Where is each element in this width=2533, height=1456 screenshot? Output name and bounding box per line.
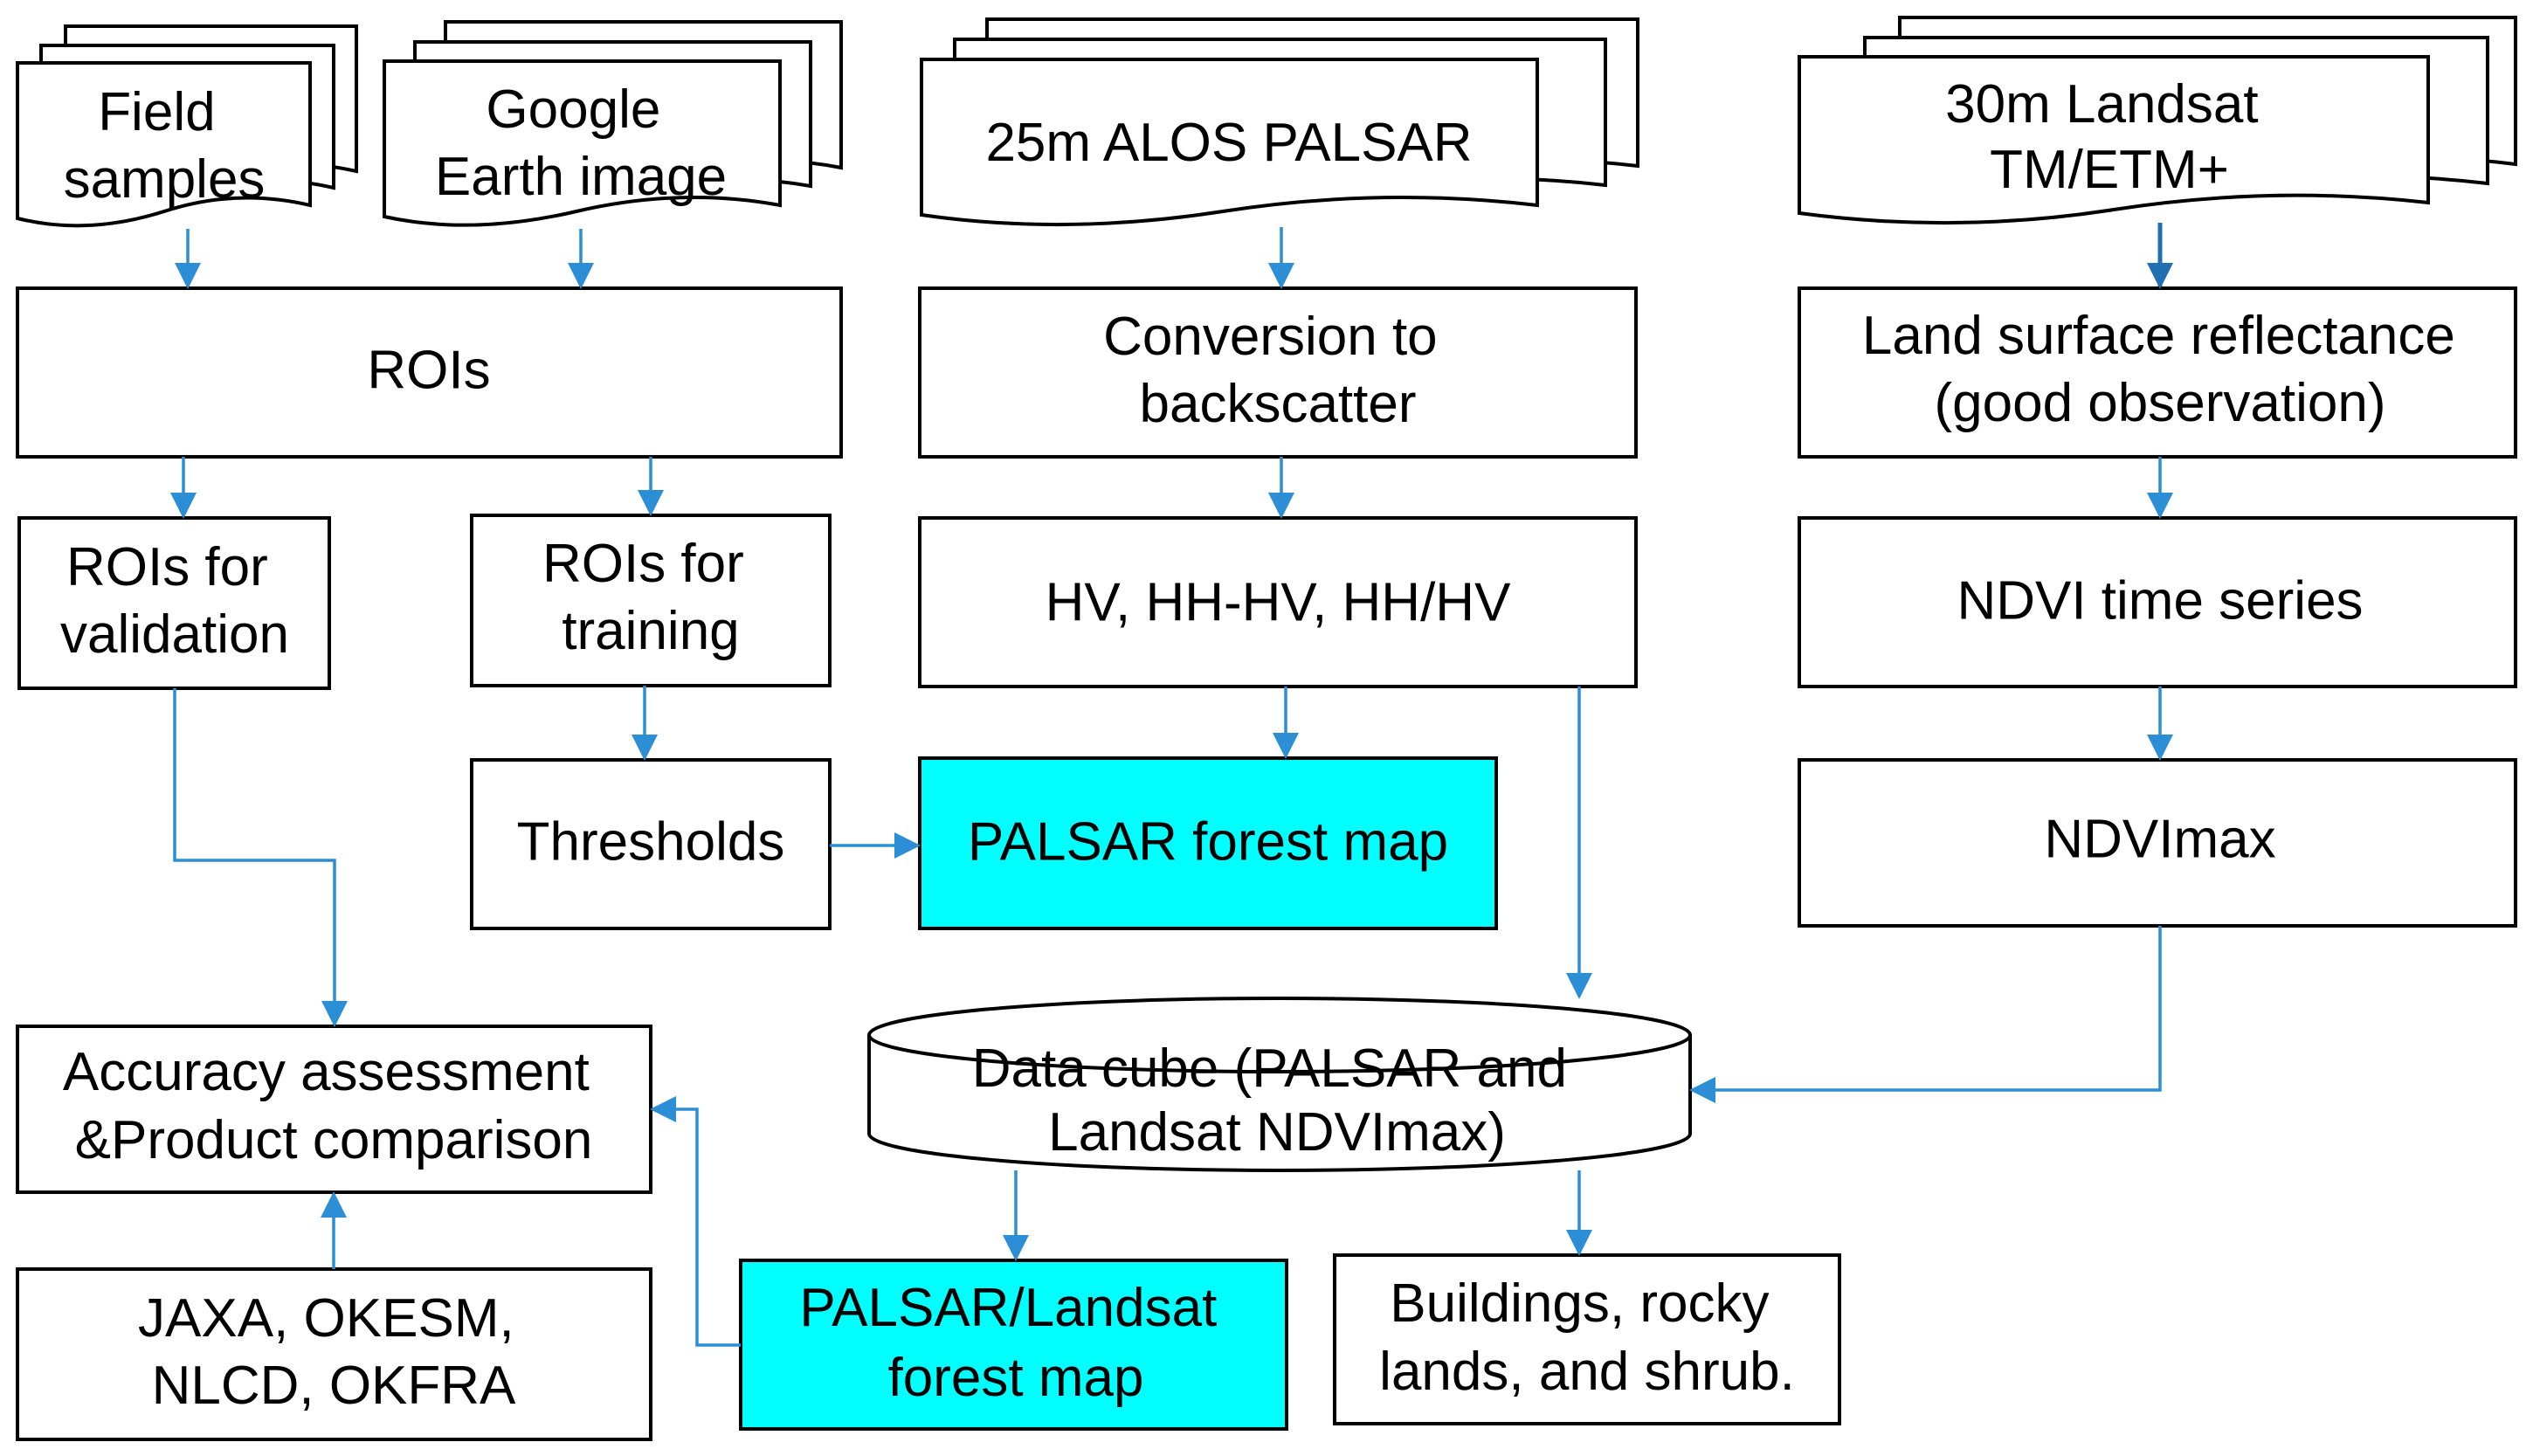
field-samples-line-1: Field [98,82,215,142]
arrow-ndvimax-to-cube [1689,926,2162,1103]
buildings-line-1: Buildings, rocky [1390,1273,1769,1334]
buildings-label: Buildings, rocky lands, and shrub. [1379,1273,1795,1402]
arrow-validation-to-accuracy [173,688,348,1027]
field-samples-label: Field samples [64,82,266,210]
google-earth-document: Google Earth image [383,20,843,227]
products-box: JAXA, OKESM, NLCD, OKFRA [16,1267,652,1441]
alos-palsar-label: 25m ALOS PALSAR [985,113,1472,173]
rois-validation-label: ROIs for validation [60,537,289,665]
products-label: JAXA, OKESM, NLCD, OKFRA [138,1288,529,1416]
hv-bands-label: HV, HH-HV, HH/HV [1046,572,1512,632]
buildings-line-2: lands, and shrub. [1379,1342,1795,1402]
landsat-line-2: TM/ETM+ [1990,140,2229,200]
landsat-line-1: 30m Landsat [1945,74,2258,135]
land-surface-label: Land surface reflectance (good observati… [1862,306,2470,433]
rois-training-line-1: ROIs for [542,534,744,594]
rois-box: ROIs [16,286,843,459]
products-line-2: NLCD, OKFRA [152,1356,516,1416]
palsar-landsat-map-box: PALSAR/Landsat forest map [739,1259,1288,1431]
palsar-landsat-map-line-1: PALSAR/Landsat [799,1278,1217,1338]
palsar-landsat-map-line-2: forest map [888,1348,1144,1408]
thresholds-box: Thresholds [470,758,832,930]
rois-label: ROIs [367,340,490,400]
products-line-1: JAXA, OKESM, [138,1288,514,1349]
buildings-box: Buildings, rocky lands, and shrub. [1333,1253,1841,1425]
thresholds-label: Thresholds [517,811,785,872]
conversion-label: Conversion to backscatter [1103,307,1453,434]
data-cube-label: Data cube (PALSAR and Landsat NDVImax) [972,1039,1582,1163]
google-earth-line-2: Earth image [435,147,727,207]
google-earth-line-1: Google [486,79,660,140]
rois-training-line-2: training [562,601,739,661]
land-surface-box: Land surface reflectance (good observati… [1798,286,2517,459]
palsar-forest-map-label: PALSAR forest map [968,811,1448,872]
rois-validation-line-1: ROIs for [66,537,268,597]
ndvimax-label: NDVImax [2044,809,2275,869]
rois-validation-line-2: validation [60,604,289,665]
land-surface-line-2: (good observation) [1935,373,2386,433]
data-cube-cylinder: Data cube (PALSAR and Landsat NDVImax) [867,997,1692,1172]
landsat-label: 30m Landsat TM/ETM+ [1945,74,2274,200]
accuracy-line-1: Accuracy assessment [63,1042,590,1102]
conversion-box: Conversion to backscatter [918,286,1638,459]
connectors [170,223,2173,1347]
palsar-forest-map-box: PALSAR forest map [918,756,1498,930]
accuracy-line-2: &Product comparison [75,1110,593,1170]
conversion-line-1: Conversion to [1103,307,1438,367]
ndvimax-box: NDVImax [1798,758,2517,928]
conversion-line-2: backscatter [1139,374,1416,434]
alos-palsar-line-1: 25m ALOS PALSAR [985,113,1472,173]
ndvi-series-label: NDVI time series [1957,570,2363,631]
rois-training-label: ROIs for training [542,534,759,661]
arrow-palsar-landsat-to-accuracy [650,1096,741,1347]
field-samples-document: Field samples [16,24,358,228]
landsat-document: 30m Landsat TM/ETM+ [1798,16,2517,225]
accuracy-label: Accuracy assessment &Product comparison [63,1042,604,1170]
alos-palsar-document: 25m ALOS PALSAR [920,17,1639,227]
data-cube-line-1: Data cube (PALSAR and [972,1039,1567,1099]
field-samples-line-2: samples [64,149,266,210]
palsar-landsat-map-label: PALSAR/Landsat forest map [799,1278,1232,1408]
accuracy-box: Accuracy assessment &Product comparison [16,1025,652,1194]
ndvi-series-box: NDVI time series [1798,516,2517,688]
hv-bands-box: HV, HH-HV, HH/HV [918,516,1638,688]
land-surface-line-1: Land surface reflectance [1862,306,2455,366]
rois-validation-box: ROIs for validation [17,516,331,690]
rois-training-box: ROIs for training [470,514,832,687]
data-cube-line-2: Landsat NDVImax) [1048,1102,1506,1163]
google-earth-label: Google Earth image [435,79,727,207]
